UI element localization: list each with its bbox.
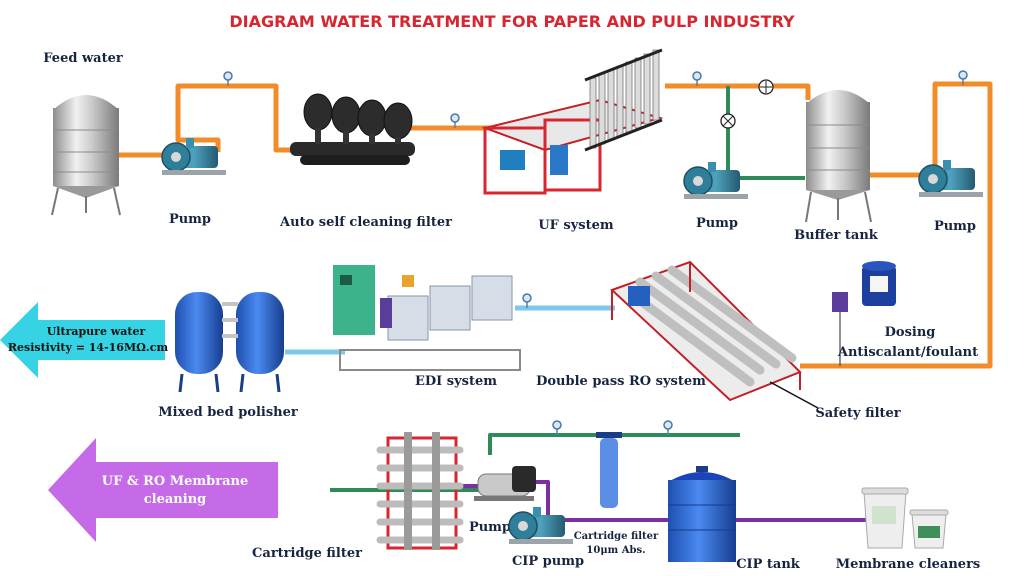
ultrapure-water-arrow <box>0 302 165 378</box>
uf-system-label: UF system <box>538 218 614 233</box>
double-pass-ro-system <box>610 260 802 402</box>
pipe-pump2-loop <box>726 86 805 180</box>
pump-4-label: Pump <box>469 520 511 535</box>
pump-4 <box>474 466 536 501</box>
cartridge-housing <box>596 432 622 508</box>
cartridge-note-line1: Cartridge filter <box>574 531 659 542</box>
cartridge-filter-label: Cartridge filter <box>252 546 362 561</box>
safety-filter-pointer <box>769 381 819 409</box>
edi-system-label: EDI system <box>415 374 497 389</box>
diagram-title: DIAGRAM WATER TREATMENT FOR PAPER AND PU… <box>229 12 795 31</box>
auto-filter-label: Auto self cleaning filter <box>279 215 452 230</box>
pump-2 <box>683 161 749 200</box>
valve-icon <box>720 113 736 129</box>
membrane-cleaners-label: Membrane cleaners <box>836 557 980 572</box>
double-ro-label: Double pass RO system <box>536 374 706 389</box>
safety-filter-label: Safety filter <box>815 406 900 421</box>
cip-tank-label: CIP tank <box>736 557 801 572</box>
pump-1-label: Pump <box>169 212 211 227</box>
pipe-uf-to-buffer <box>665 83 811 100</box>
dosing-label-line2: Antiscalant/foulant <box>837 345 978 360</box>
pressure-gauge-icon <box>663 420 673 436</box>
membrane-cleaning-arrow <box>48 438 278 542</box>
pipe-pump3-up <box>800 81 993 369</box>
uf-system <box>481 48 664 195</box>
buffer-tank-label: Buffer tank <box>794 228 879 243</box>
dosing-label-line1: Dosing <box>885 325 936 340</box>
membrane-cleaning-label-line1: UF & RO Membrane <box>102 474 249 489</box>
pressure-gauge-icon <box>552 420 562 436</box>
cip-pump-label: CIP pump <box>512 554 584 569</box>
membrane-cleaner-buckets <box>861 487 949 549</box>
cartridge-note-line2: 10μm Abs. <box>586 545 645 556</box>
mixed-bed-polisher <box>175 292 284 393</box>
cip-pump <box>508 506 574 545</box>
edi-system <box>333 265 521 371</box>
dosing-drum <box>862 261 896 306</box>
membrane-cleaning-label-line2: cleaning <box>144 492 206 507</box>
pump-3 <box>918 159 984 198</box>
pump-2-label: Pump <box>696 216 738 231</box>
pipe-green-top <box>488 433 740 455</box>
ultrapure-label-line2: Resistivity = 14-16MΩ.cm <box>8 341 169 354</box>
pump-3-label: Pump <box>934 219 976 234</box>
cartridge-filter-rack <box>376 432 464 550</box>
pipes <box>115 81 993 522</box>
buffer-tank <box>805 90 872 223</box>
feed-water-tank <box>51 95 121 216</box>
cip-tank <box>668 466 736 562</box>
pipe-pump-to-filter <box>175 83 300 153</box>
mixed-bed-label: Mixed bed polisher <box>158 405 298 420</box>
auto-self-cleaning-filter <box>290 93 415 165</box>
feed-water-label: Feed water <box>43 51 123 66</box>
dosing-pump <box>832 292 848 366</box>
ultrapure-label-line1: Ultrapure water <box>47 325 146 338</box>
flow-meter-icon <box>758 79 774 95</box>
